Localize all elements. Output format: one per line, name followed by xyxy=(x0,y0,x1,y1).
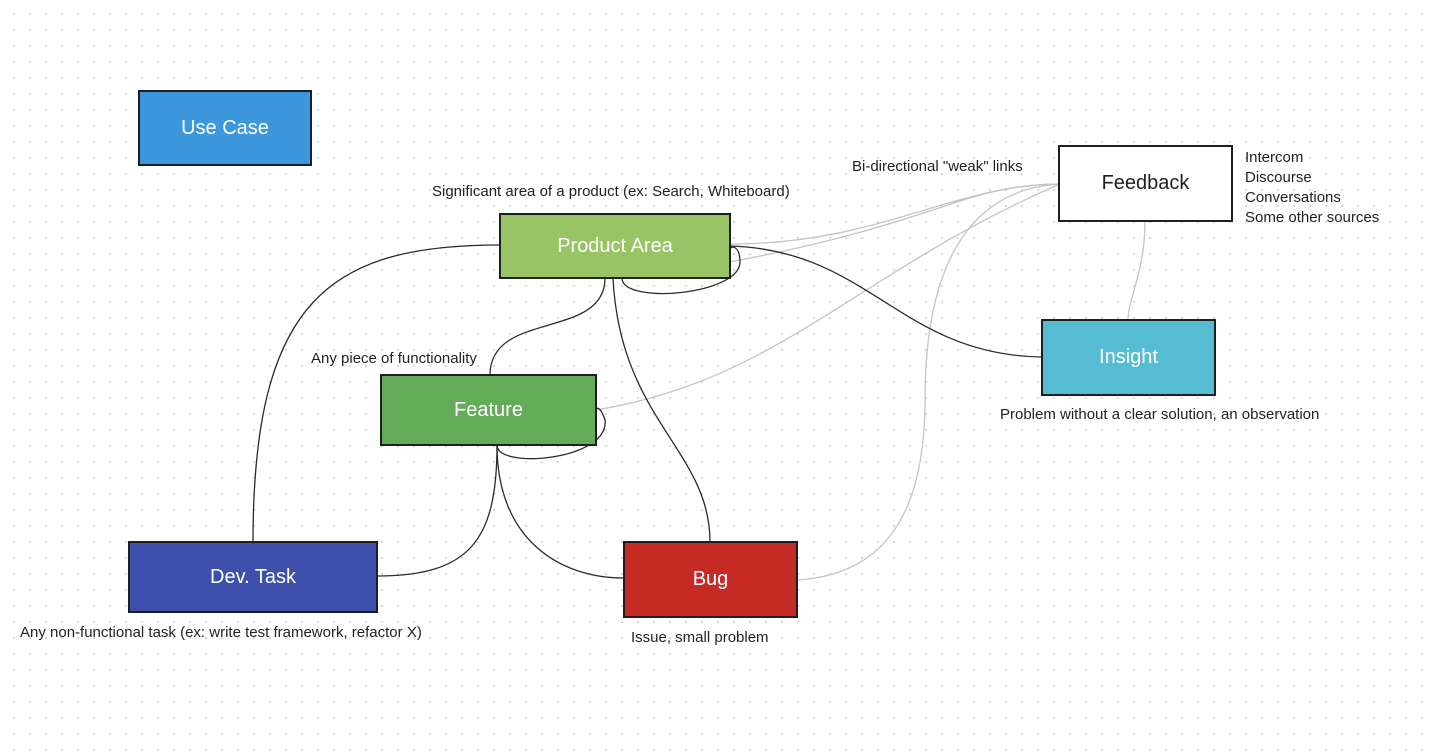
link-product-area-bug xyxy=(612,277,711,543)
weak-links xyxy=(595,183,1146,581)
bug-label: Bug xyxy=(692,568,729,590)
insight-annotation: Problem without a clear solution, an obs… xyxy=(1000,406,1320,423)
feedback-sources-list: Intercom Discourse Conversations Some ot… xyxy=(1245,148,1379,228)
bug-node[interactable]: Bug xyxy=(623,541,798,618)
use-case-node[interactable]: Use Case xyxy=(138,90,312,166)
insight-node[interactable]: Insight xyxy=(1041,319,1216,396)
link-product-area-self-weak xyxy=(729,183,1061,263)
feature-label: Feature xyxy=(454,398,523,421)
link-product-area-dev-task xyxy=(252,244,501,543)
feature-node[interactable]: Feature xyxy=(380,374,597,446)
weak-links-annotation: Bi-directional "weak" links xyxy=(852,158,1023,175)
feedback-node[interactable]: Feedback xyxy=(1058,145,1233,222)
link-feature-dev-task xyxy=(376,444,498,577)
feedback-label: Feedback xyxy=(1101,172,1190,194)
feedback-source-item: Conversations xyxy=(1245,189,1341,206)
feature-annotation: Any piece of functionality xyxy=(311,350,477,367)
dev-task-node[interactable]: Dev. Task xyxy=(128,541,378,613)
link-product-area-self xyxy=(621,246,741,295)
feedback-source-item: Some other sources xyxy=(1245,209,1380,226)
bug-annotation: Issue, small problem xyxy=(631,629,769,646)
link-feature-feedback xyxy=(595,183,1061,411)
product-area-annotation: Significant area of a product (ex: Searc… xyxy=(432,183,790,200)
use-case-label: Use Case xyxy=(181,116,269,139)
dev-task-label: Dev. Task xyxy=(210,565,296,588)
link-product-area-insight xyxy=(729,245,1043,358)
feedback-source-item: Discourse xyxy=(1245,169,1312,186)
feedback-source-item: Intercom xyxy=(1245,149,1304,166)
dev-task-annotation: Any non-functional task (ex: write test … xyxy=(20,624,422,641)
link-feature-bug xyxy=(496,444,625,579)
product-area-node[interactable]: Product Area xyxy=(499,213,731,279)
link-insight-feedback xyxy=(1127,221,1146,321)
link-bug-feedback xyxy=(796,183,1061,581)
link-feature-self xyxy=(496,407,606,460)
insight-label: Insight xyxy=(1099,346,1158,368)
strong-links xyxy=(252,244,1043,579)
link-product-area-feature xyxy=(489,277,606,376)
product-area-label: Product Area xyxy=(557,234,673,257)
